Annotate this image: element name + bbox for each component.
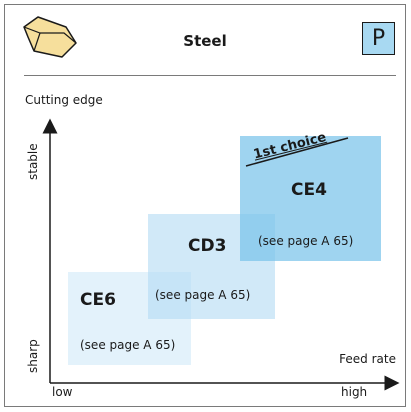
region-ce6-ref: (see page A 65) bbox=[80, 338, 176, 352]
region-ce4-title: CE4 bbox=[291, 180, 327, 200]
x-axis-title: Feed rate bbox=[339, 352, 396, 366]
region-ce4-ref: (see page A 65) bbox=[258, 234, 354, 248]
header-divider bbox=[24, 75, 396, 76]
grade-badge: P bbox=[362, 22, 395, 55]
grade-letter: P bbox=[371, 26, 386, 51]
x-tick-high: high bbox=[341, 385, 368, 399]
y-tick-sharp: sharp bbox=[26, 339, 40, 373]
x-tick-low: low bbox=[52, 385, 73, 399]
region-ce4 bbox=[240, 136, 381, 261]
material-title: Steel bbox=[183, 32, 227, 50]
y-tick-stable: stable bbox=[26, 143, 40, 180]
y-axis-title: Cutting edge bbox=[25, 93, 103, 107]
region-ce6-title: CE6 bbox=[80, 290, 116, 310]
choice-underline-bar bbox=[245, 137, 349, 167]
insert-icon bbox=[23, 16, 77, 58]
region-cd3-title: CD3 bbox=[188, 236, 227, 256]
region-cd3-ref: (see page A 65) bbox=[155, 288, 251, 302]
